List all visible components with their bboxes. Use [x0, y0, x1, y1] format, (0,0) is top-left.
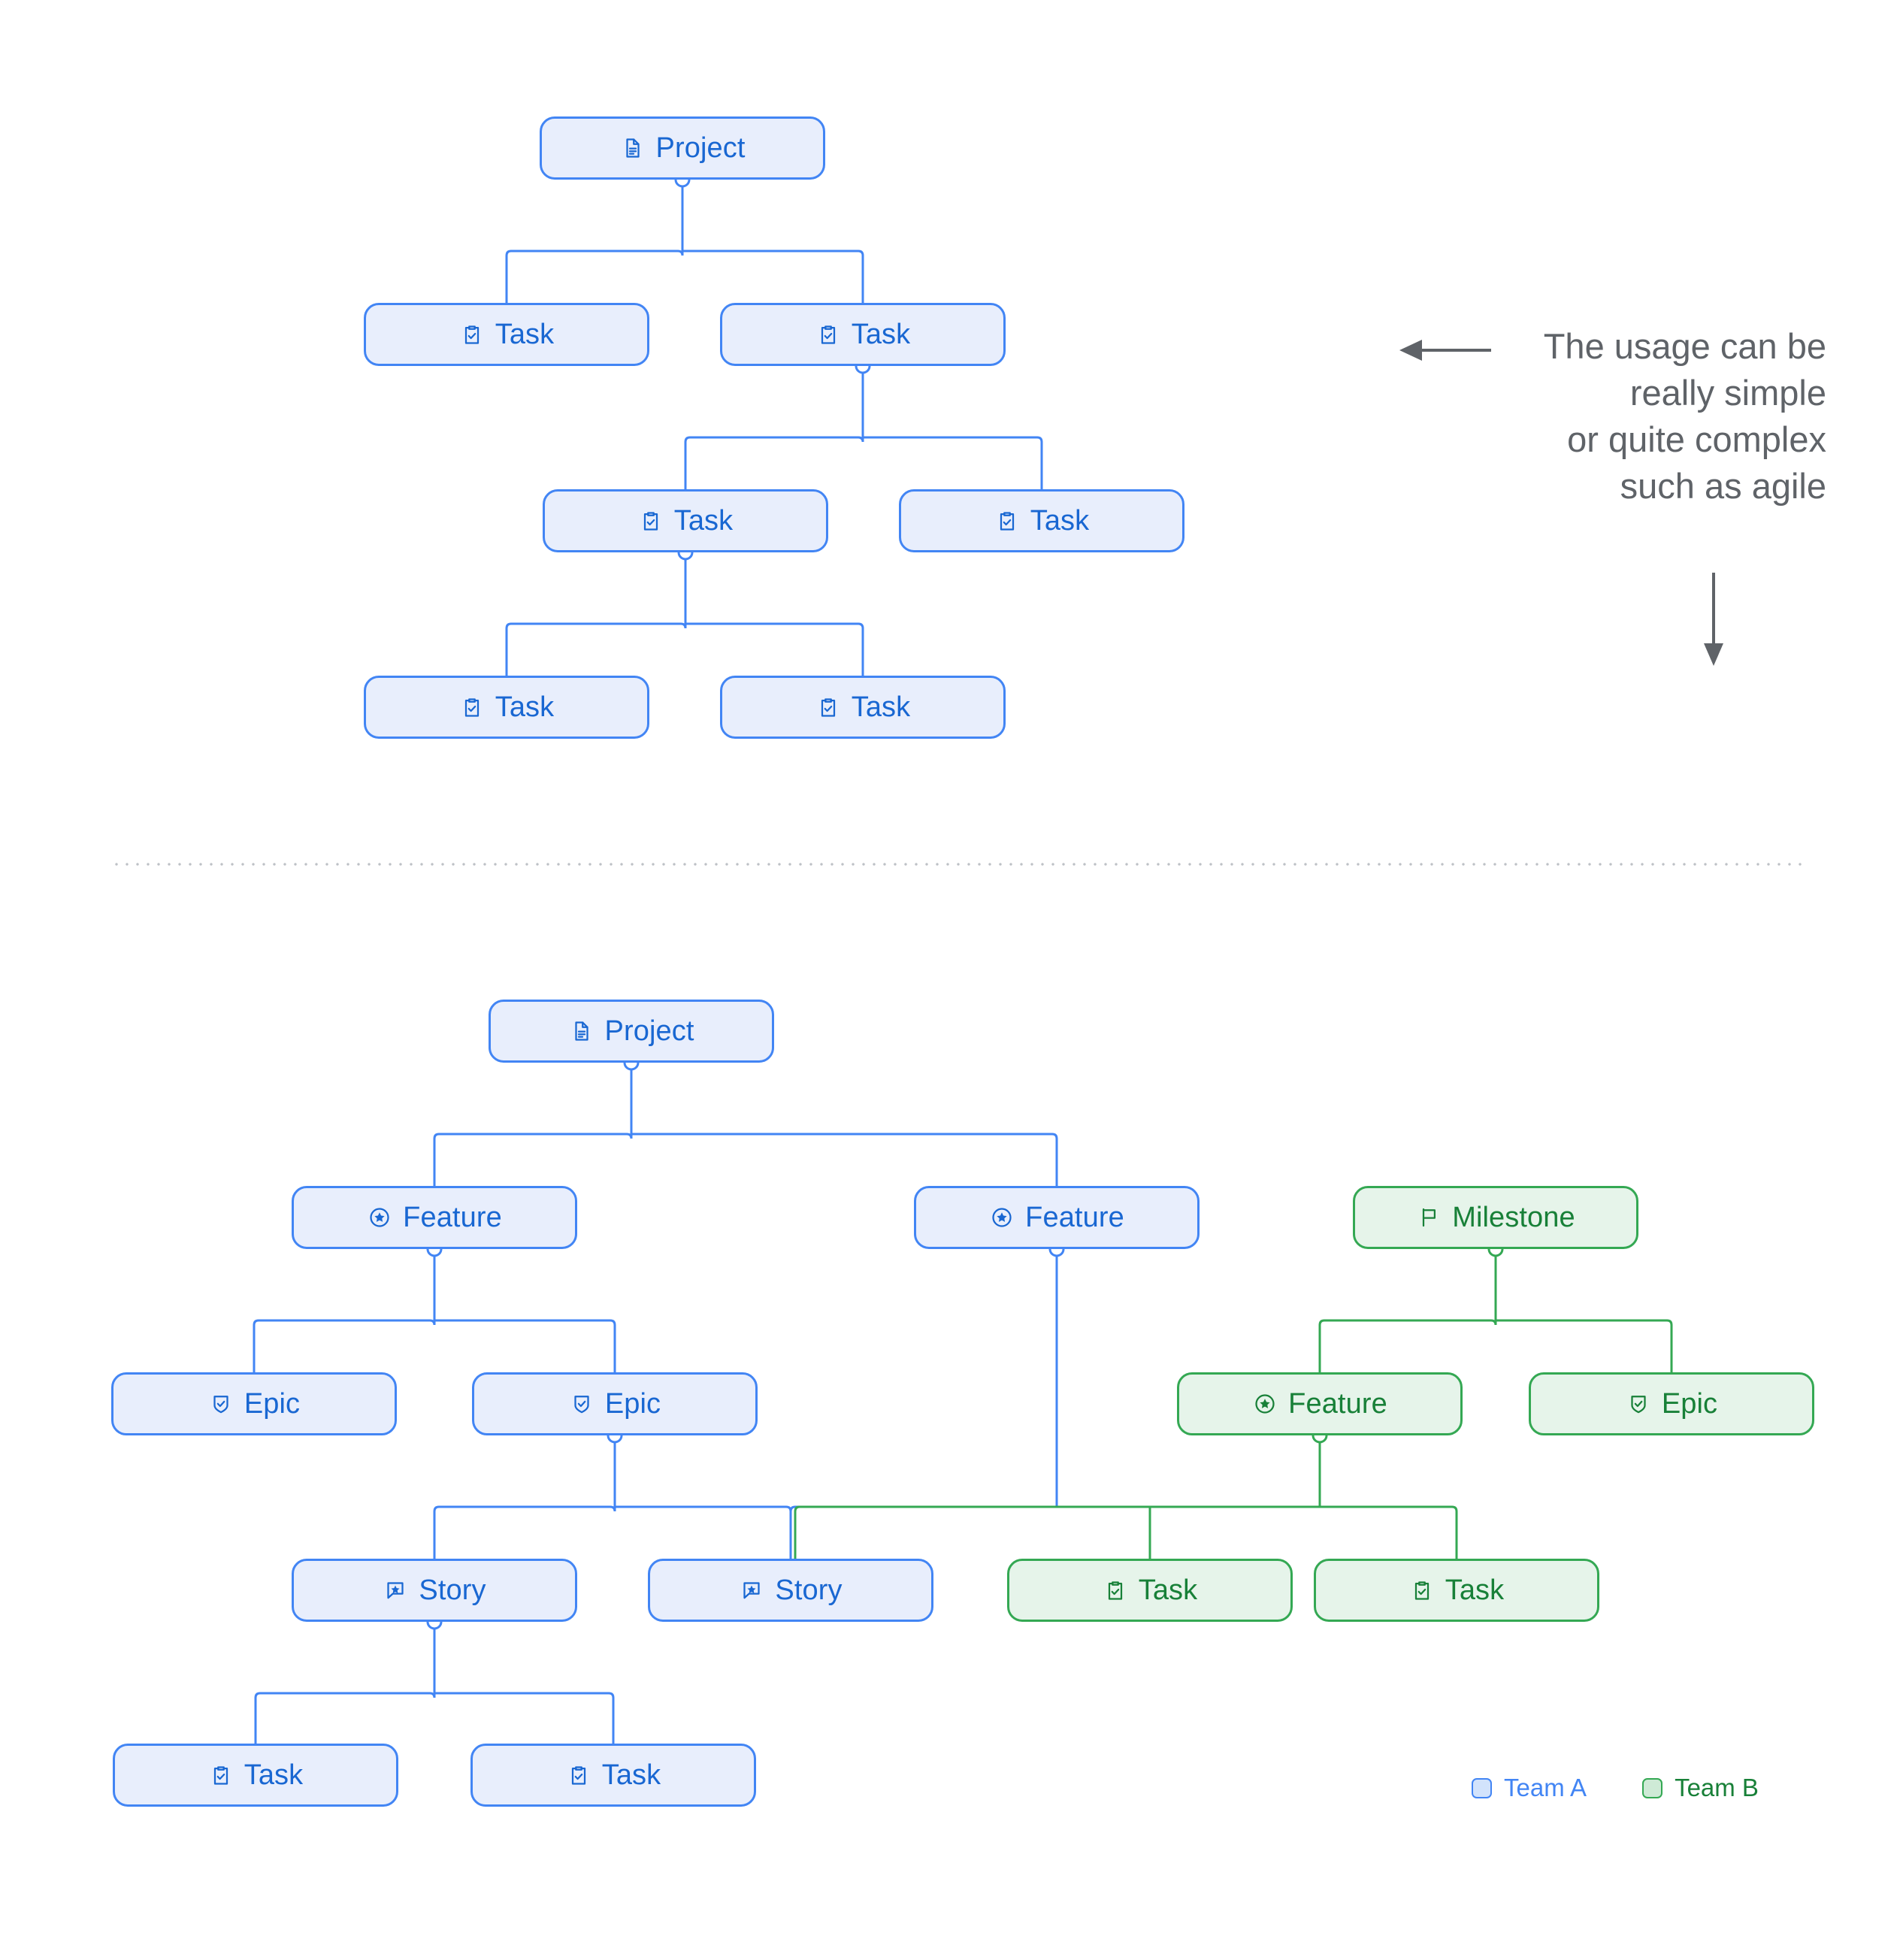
node-label: Milestone: [1452, 1202, 1575, 1233]
node-task[interactable]: Task: [899, 489, 1184, 552]
node-story[interactable]: Story: [292, 1559, 577, 1622]
shield-check-icon: [1626, 1391, 1651, 1417]
node-label: Task: [1445, 1574, 1505, 1606]
edge-s1-s2: [505, 180, 684, 303]
clipboard-check-icon: [566, 1762, 591, 1788]
node-label: Feature: [1025, 1202, 1124, 1233]
clipboard-check-icon: [208, 1762, 234, 1788]
flag-icon: [1416, 1205, 1442, 1230]
star-circle-icon: [367, 1205, 392, 1230]
annotation-text: The usage can be really simple or quite …: [1543, 326, 1826, 507]
clipboard-check-icon: [994, 508, 1020, 534]
edge-green-bus-left: [794, 1505, 1320, 1559]
node-feature[interactable]: Feature: [292, 1186, 577, 1249]
edge-a9-a14: [434, 1692, 615, 1744]
legend: Team A Team B: [1472, 1774, 1759, 1802]
edge-a4-a7: [1318, 1249, 1497, 1372]
node-label: Task: [495, 319, 555, 350]
node-label: Task: [244, 1759, 304, 1791]
edge-s4-s7: [685, 622, 864, 676]
arrow-down-icon: [1704, 573, 1723, 666]
edge-a6-a9: [433, 1435, 616, 1559]
legend-label-team-b: Team B: [1675, 1774, 1759, 1801]
shield-check-icon: [569, 1391, 594, 1417]
shield-check-icon: [208, 1391, 234, 1417]
legend-swatch-team-a: [1472, 1777, 1492, 1798]
section-divider: [111, 863, 1804, 866]
node-label: Project: [655, 132, 746, 164]
clipboard-check-icon: [459, 322, 485, 347]
node-task[interactable]: Task: [470, 1744, 756, 1807]
star-circle-icon: [989, 1205, 1015, 1230]
node-label: Task: [851, 319, 911, 350]
node-task[interactable]: Task: [364, 676, 649, 739]
clipboard-check-icon: [1409, 1577, 1435, 1603]
node-label: Task: [851, 691, 911, 723]
legend-swatch-team-b: [1642, 1777, 1663, 1798]
edge-a2-a6: [434, 1319, 616, 1372]
node-label: Task: [673, 505, 734, 537]
edge-a4-a8: [1496, 1319, 1673, 1372]
clipboard-check-icon: [815, 322, 841, 347]
edge-a2-a5: [253, 1249, 436, 1372]
node-label: Feature: [1288, 1388, 1387, 1420]
clipboard-check-icon: [1103, 1577, 1128, 1603]
node-label: Task: [601, 1759, 661, 1791]
node-epic[interactable]: Epic: [111, 1372, 397, 1435]
legend-item-team-b: Team B: [1642, 1774, 1759, 1802]
node-label: Epic: [604, 1388, 661, 1420]
node-milestone[interactable]: Milestone: [1353, 1186, 1638, 1249]
edge-s1-s3: [682, 250, 864, 303]
document-icon: [620, 135, 646, 161]
node-task[interactable]: Task: [720, 676, 1006, 739]
document-icon: [569, 1018, 594, 1044]
clipboard-check-icon: [459, 694, 485, 720]
legend-label-team-a: Team A: [1504, 1774, 1587, 1801]
edge-a7-a12: [1320, 1505, 1458, 1559]
node-feature[interactable]: Feature: [914, 1186, 1200, 1249]
node-task[interactable]: Task: [1007, 1559, 1293, 1622]
edge-a1-a2: [433, 1063, 633, 1186]
node-label: Project: [604, 1015, 694, 1047]
node-task[interactable]: Task: [543, 489, 828, 552]
edge-s4-s6: [505, 552, 687, 676]
node-label: Task: [1030, 505, 1090, 537]
node-epic[interactable]: Epic: [1529, 1372, 1814, 1435]
edge-s3-s5: [863, 436, 1043, 489]
node-task[interactable]: Task: [364, 303, 649, 366]
node-task[interactable]: Task: [1314, 1559, 1599, 1622]
node-task[interactable]: Task: [720, 303, 1006, 366]
speech-star-icon: [383, 1577, 408, 1603]
node-label: Story: [775, 1574, 843, 1606]
node-label: Epic: [1661, 1388, 1718, 1420]
edges-simple-tree: [505, 171, 1043, 676]
node-label: Story: [419, 1574, 486, 1606]
edge-a3-a10: [789, 1505, 1057, 1559]
node-label: Task: [495, 691, 555, 723]
clipboard-check-icon: [638, 508, 664, 534]
node-epic[interactable]: Epic: [472, 1372, 758, 1435]
node-label: Epic: [244, 1388, 301, 1420]
speech-star-icon: [739, 1577, 764, 1603]
node-project[interactable]: Project: [489, 1000, 774, 1063]
clipboard-check-icon: [815, 694, 841, 720]
node-label: Task: [1138, 1574, 1198, 1606]
legend-item-team-a: Team A: [1472, 1774, 1587, 1802]
arrow-left-icon: [1399, 340, 1491, 361]
edge-a6-a10: [615, 1505, 792, 1559]
edge-a9-a13: [254, 1622, 436, 1744]
star-circle-icon: [1252, 1391, 1278, 1417]
node-project[interactable]: Project: [540, 116, 825, 180]
node-story[interactable]: Story: [648, 1559, 933, 1622]
node-label: Feature: [403, 1202, 502, 1233]
node-task[interactable]: Task: [113, 1744, 398, 1807]
edge-s3-s4: [684, 366, 864, 489]
node-feature[interactable]: Feature: [1177, 1372, 1463, 1435]
edge-a1-a3: [631, 1133, 1058, 1186]
